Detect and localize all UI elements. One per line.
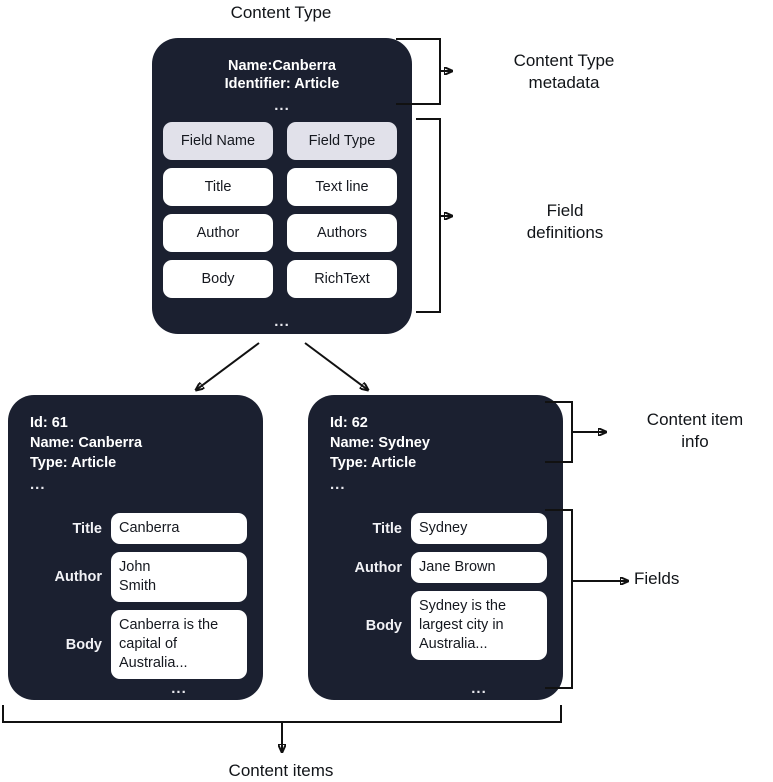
- content-item-62-type: Type: Article: [330, 455, 417, 471]
- field-label-title: Title: [72, 520, 102, 537]
- field-name-cell-body[interactable]: Body: [163, 260, 273, 298]
- field-value-title[interactable]: Canberra: [111, 513, 247, 544]
- field-value-body[interactable]: Canberra is the capital of Australia...: [111, 610, 247, 679]
- field-row-author: Author John Smith: [40, 552, 247, 602]
- content-item-61-info-ellipsis: ...: [30, 476, 46, 493]
- field-row-body: Body Sydney is the largest city in Austr…: [340, 591, 547, 660]
- field-name-header: Field Name: [163, 122, 273, 160]
- bracket-field-definitions: [416, 118, 452, 313]
- field-value-title[interactable]: Sydney: [411, 513, 547, 544]
- field-label-body: Body: [65, 636, 102, 653]
- field-label-body: Body: [365, 617, 402, 634]
- content-item-62-fields: Title Sydney Author Jane Brown Body Sydn…: [340, 513, 547, 660]
- page-title-content-items: Content items: [228, 761, 334, 780]
- field-value-author[interactable]: John Smith: [111, 552, 247, 602]
- annotation-field-definitions: Field definitions: [526, 201, 604, 242]
- content-item-61-id: Id: 61: [30, 415, 68, 431]
- content-type-identifier: Identifier: Article: [224, 76, 340, 92]
- field-type-column: Field Type Text line Authors RichText: [287, 122, 397, 298]
- content-type-card: Name:Canberra Identifier: Article ... Fi…: [152, 38, 412, 334]
- annotation-fields: Fields: [634, 569, 680, 588]
- field-value-body[interactable]: Sydney is the largest city in Australia.…: [411, 591, 547, 660]
- content-item-62-id: Id: 62: [330, 415, 368, 431]
- field-label-author: Author: [354, 559, 402, 576]
- arrow-content-type-to-item-62: [304, 342, 368, 390]
- field-row-author: Author Jane Brown: [340, 552, 547, 583]
- content-item-62-fields-ellipsis: ...: [471, 680, 487, 697]
- content-item-61-name: Name: Canberra: [30, 435, 143, 451]
- field-definition-table: Field Name Title Author Body Field Type …: [163, 122, 397, 298]
- field-type-header: Field Type: [287, 122, 397, 160]
- field-name-cell-title[interactable]: Title: [163, 168, 273, 206]
- field-value-author[interactable]: Jane Brown: [411, 552, 547, 583]
- annotation-content-item-info: Content item info: [646, 410, 744, 451]
- field-label-author: Author: [54, 569, 102, 585]
- field-name-cell-author[interactable]: Author: [163, 214, 273, 252]
- field-type-cell-richtext[interactable]: RichText: [287, 260, 397, 298]
- content-item-61-fields-ellipsis: ...: [171, 680, 187, 697]
- bracket-content-items: [2, 705, 562, 752]
- field-type-cell-text-line[interactable]: Text line: [287, 168, 397, 206]
- content-item-62-name: Name: Sydney: [330, 435, 430, 451]
- field-type-cell-authors[interactable]: Authors: [287, 214, 397, 252]
- page-title-content-type: Content Type: [230, 3, 332, 22]
- field-definition-ellipsis: ...: [274, 313, 290, 330]
- content-item-card-62: Id: 62 Name: Sydney Type: Article ... Ti…: [308, 395, 563, 700]
- content-item-61-type: Type: Article: [30, 455, 117, 471]
- field-name-column: Field Name Title Author Body: [163, 122, 273, 298]
- content-item-card-61: Id: 61 Name: Canberra Type: Article ... …: [8, 395, 263, 700]
- field-label-title: Title: [372, 520, 402, 537]
- annotation-content-type-metadata: Content Type metadata: [513, 51, 615, 92]
- field-row-body: Body Canberra is the capital of Australi…: [40, 610, 247, 679]
- arrow-content-type-to-item-61: [196, 342, 260, 390]
- field-row-title: Title Canberra: [40, 513, 247, 544]
- content-type-name: Name:Canberra: [228, 58, 336, 74]
- content-type-meta-ellipsis: ...: [274, 97, 290, 114]
- field-row-title: Title Sydney: [340, 513, 547, 544]
- content-item-62-info-ellipsis: ...: [330, 476, 346, 493]
- content-item-61-fields: Title Canberra Author John Smith Body Ca…: [40, 513, 247, 679]
